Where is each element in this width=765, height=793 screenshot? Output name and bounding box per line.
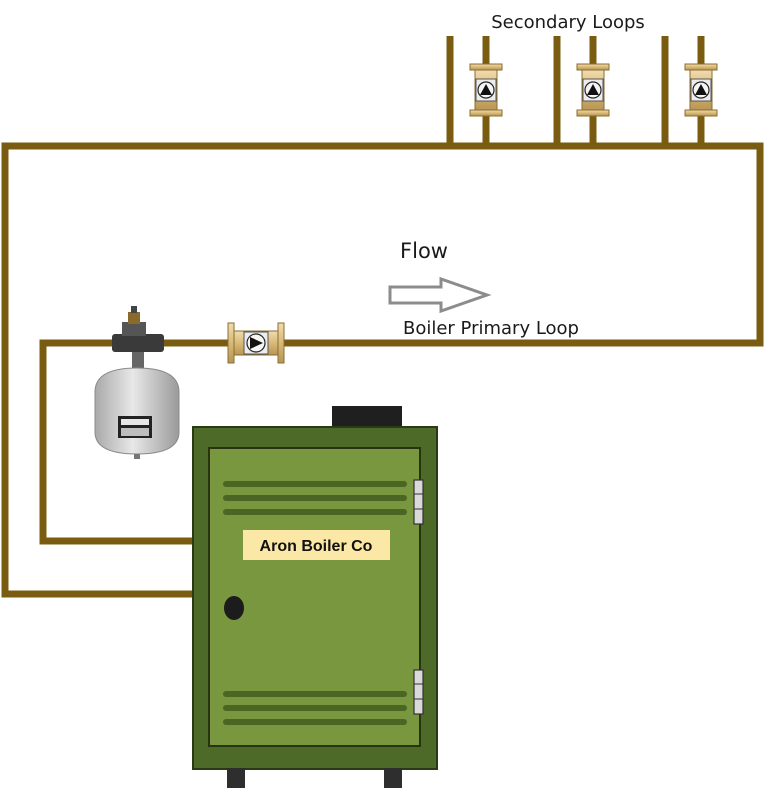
secondary-pump-2 (576, 63, 610, 117)
expansion-tank-icon (94, 306, 180, 459)
boiler-foot-right (384, 768, 402, 788)
boiler-vents-bottom (223, 691, 407, 725)
primary-pump (227, 322, 285, 364)
circulator-pump-icon (469, 63, 503, 117)
boiler-flue (332, 406, 402, 428)
boiler-vents-top (223, 481, 407, 515)
primary-loop-label: Boiler Primary Loop (403, 318, 579, 339)
outer-pipe (1, 142, 764, 598)
door-knob-icon (224, 596, 244, 620)
circulator-pump-icon (576, 63, 610, 117)
circulator-pump-icon (684, 63, 718, 117)
circulator-pump-icon (227, 322, 285, 364)
boiler-foot-left (227, 768, 245, 788)
secondary-loops-label: Secondary Loops (491, 12, 645, 33)
boiler-nameplate (243, 530, 390, 560)
boiler-name-label: Aron Boiler Co (260, 538, 373, 555)
flow-arrow-icon (388, 276, 492, 314)
flow-label: Flow (400, 239, 448, 263)
boiler: Aron Boiler Co (192, 406, 438, 788)
hinge-icon (413, 479, 424, 525)
secondary-pump-3 (684, 63, 718, 117)
secondary-pump-1 (469, 63, 503, 117)
hinge-icon (413, 669, 424, 715)
boiler-door (208, 447, 421, 747)
